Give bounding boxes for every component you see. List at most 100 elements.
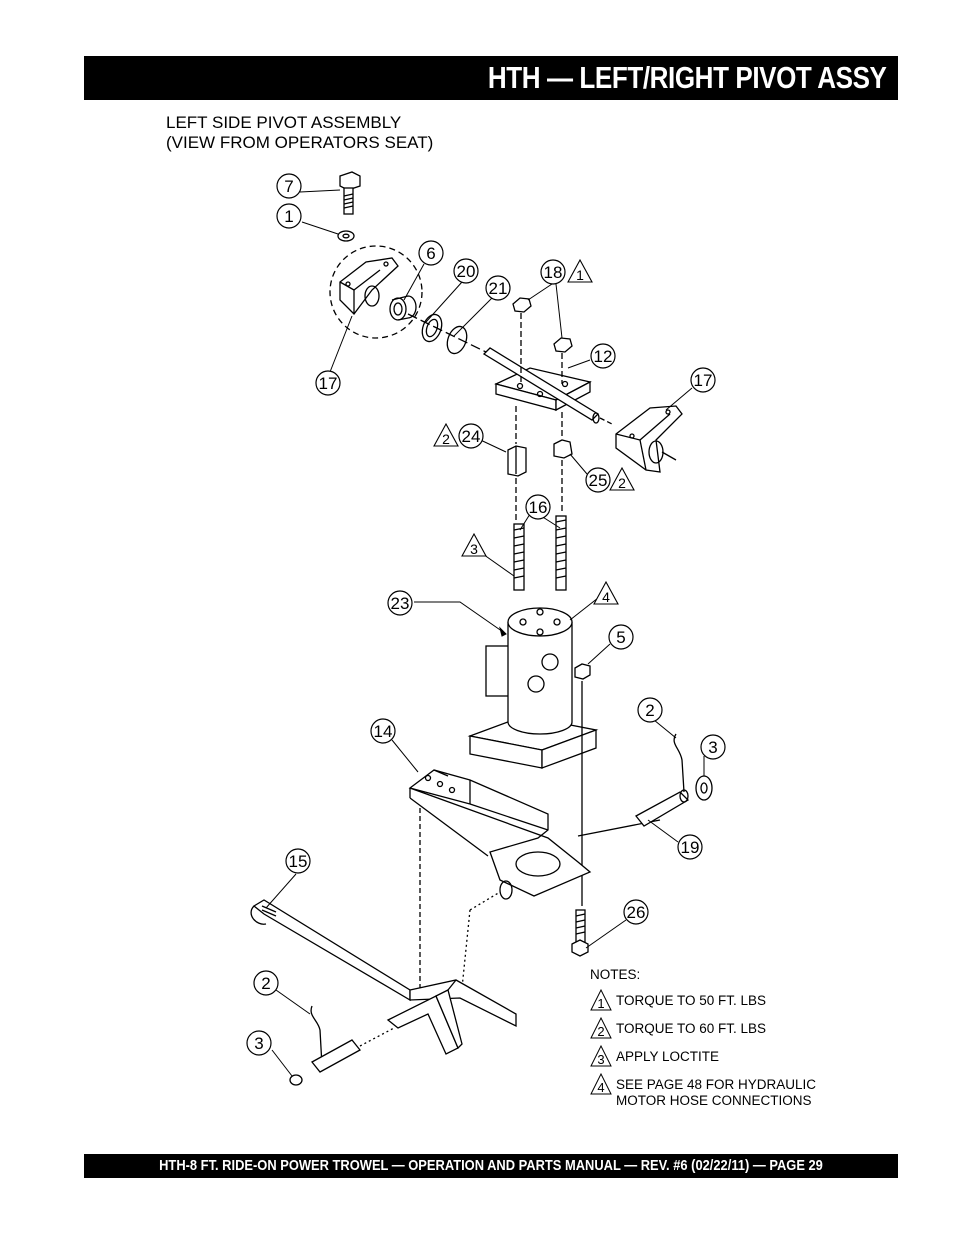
washer-part-20 [421, 313, 443, 343]
callout-19 [677, 834, 703, 860]
bracket-part-17-right [615, 405, 683, 473]
pin-part-lower [311, 1039, 361, 1073]
bolt-part-26 [571, 909, 589, 957]
callout-12 [590, 343, 616, 369]
callout-label: 17 [319, 374, 338, 393]
washer-part-21 [446, 325, 468, 355]
callout-16 [525, 494, 551, 520]
note-text-line2: MOTOR HOSE CONNECTIONS [616, 1093, 812, 1108]
callout-label: 23 [391, 594, 410, 613]
diagram-caption: LEFT SIDE PIVOT ASSEMBLY (VIEW FROM OPER… [166, 113, 433, 153]
svg-text:2: 2 [597, 1024, 604, 1039]
bolt-part-7 [339, 171, 361, 215]
callout-label: 25 [589, 471, 608, 490]
callout-label: 18 [544, 263, 563, 282]
callout-2-upper [637, 697, 663, 723]
footer-text: HTH-8 FT. RIDE-ON POWER TROWEL — OPERATI… [159, 1157, 823, 1174]
callout-label: 16 [529, 498, 548, 517]
cotter-pin-part-2-upper [673, 733, 685, 793]
svg-text:3: 3 [597, 1052, 604, 1067]
svg-text:1: 1 [597, 996, 604, 1011]
callout-label: 21 [489, 279, 508, 298]
callout-7 [276, 173, 302, 199]
page-header-bar: HTH — LEFT/RIGHT PIVOT ASSY [84, 56, 898, 100]
callout-label: 17 [694, 371, 713, 390]
pivot-block-part-12 [482, 347, 613, 425]
callout-label: 3 [254, 1034, 263, 1053]
flag-label: 2 [442, 431, 450, 447]
note-text: TORQUE TO 50 FT. LBS [616, 993, 767, 1008]
callout-label: 20 [457, 262, 476, 281]
callout-18 [540, 259, 566, 285]
page-footer-bar: HTH-8 FT. RIDE-ON POWER TROWEL — OPERATI… [84, 1154, 898, 1178]
callout-label: 12 [594, 347, 613, 366]
nut-part-18 [512, 297, 573, 384]
callout-20 [453, 258, 479, 284]
pivot-housing-part-23 [467, 607, 599, 769]
diagram-caption-line1: LEFT SIDE PIVOT ASSEMBLY [166, 113, 402, 132]
callout-label: 3 [708, 738, 717, 757]
callout-label: 15 [289, 852, 308, 871]
page-title: HTH — LEFT/RIGHT PIVOT ASSY [487, 60, 886, 95]
callout-15 [285, 848, 311, 874]
svg-text:4: 4 [597, 1080, 604, 1095]
diagram-caption-line2: (VIEW FROM OPERATORS SEAT) [166, 133, 434, 152]
callout-14 [370, 718, 396, 744]
cotter-pin-part-2-lower [310, 1005, 323, 1067]
flag-label: 1 [576, 267, 584, 283]
detail-circle [329, 245, 423, 339]
note-flag-icon: 2 [590, 1017, 612, 1039]
callout-26 [623, 899, 649, 925]
note-flag-icon: 3 [590, 1045, 612, 1067]
callout-label: 1 [284, 207, 293, 226]
note-text: TORQUE TO 60 FT. LBS [616, 1021, 767, 1036]
callout-17-right [690, 367, 716, 393]
callout-2-lower [253, 970, 279, 996]
callout-1 [276, 203, 302, 229]
flag-label: 3 [470, 541, 478, 557]
washer-part-3-lower [289, 1074, 303, 1086]
flag-label: 4 [602, 589, 610, 605]
callout-3-upper [700, 734, 726, 760]
handle-part-15 [250, 899, 517, 1055]
callout-numbers: 7 1 6 20 21 18 12 17 17 24 25 16 23 5 2 … [254, 177, 717, 1053]
stud-part-16 [513, 515, 567, 591]
note-flag-icon: 4 [590, 1073, 612, 1095]
callout-25 [585, 467, 611, 493]
callout-label: 6 [426, 244, 435, 263]
part-drawings [250, 171, 713, 1086]
callout-6 [418, 240, 444, 266]
note-text: SEE PAGE 48 FOR HYDRAULIC MOTOR HOSE CON… [616, 1077, 816, 1109]
callout-label: 2 [645, 701, 654, 720]
callout-21 [485, 275, 511, 301]
mounting-bracket-part-14 [408, 769, 661, 990]
nut-part-25 [553, 412, 573, 512]
callout-label: 2 [261, 974, 270, 993]
hex-standoff-part-24 [507, 406, 527, 520]
note-flag-icon: 1 [590, 989, 612, 1011]
note-flag-numbers: 1 2 2 3 4 [442, 267, 626, 605]
bushing-part-6 [389, 295, 417, 321]
callout-bubbles [246, 173, 726, 1056]
callout-23 [387, 590, 413, 616]
note-text-line1: SEE PAGE 48 FOR HYDRAULIC [616, 1077, 817, 1092]
callout-label: 14 [374, 722, 393, 741]
callout-label: 7 [284, 177, 293, 196]
bracket-part-17-left [339, 257, 399, 315]
callout-label: 26 [627, 903, 646, 922]
callout-17-left [315, 370, 341, 396]
washer-part-3-upper [695, 775, 713, 801]
pin-part-19 [635, 789, 690, 827]
callout-label: 24 [462, 427, 481, 446]
notes-heading: NOTES: [590, 967, 641, 982]
callout-3-lower [246, 1030, 272, 1056]
callout-label: 19 [681, 838, 700, 857]
flag-label: 2 [618, 475, 626, 491]
washer-part-1 [337, 230, 355, 242]
leader-lines [265, 189, 705, 1077]
callout-5 [608, 624, 634, 650]
callout-24 [458, 423, 484, 449]
note-flags [433, 258, 635, 605]
note-text: APPLY LOCTITE [616, 1049, 720, 1064]
